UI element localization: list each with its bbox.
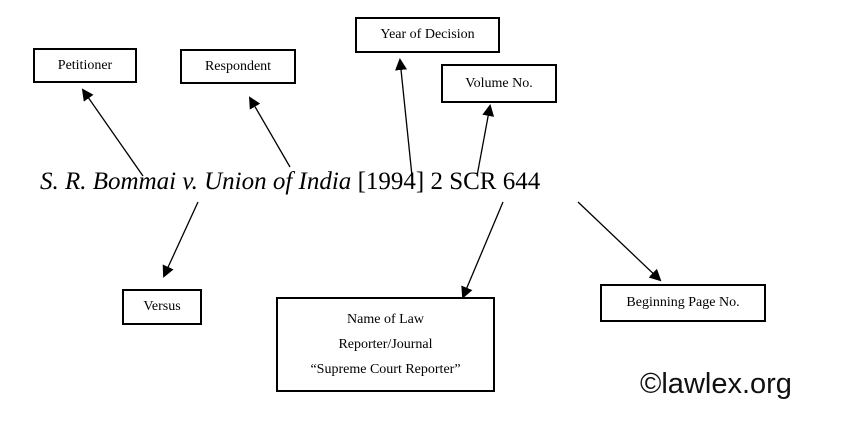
volume-no-label: Volume No.	[465, 75, 533, 91]
law-reporter-box: Name of Law Reporter/Journal “Supreme Co…	[276, 297, 495, 392]
case-reference: [1994] 2 SCR 644	[351, 168, 541, 195]
arrow-to-volume-no	[476, 104, 495, 177]
arrow-to-beginning-page	[577, 201, 662, 282]
versus-box: Versus	[122, 289, 202, 325]
volume-no-box: Volume No.	[441, 64, 557, 103]
reporter-line-3: “Supreme Court Reporter”	[310, 362, 461, 377]
petitioner-box: Petitioner	[33, 48, 137, 83]
beginning-page-no-label: Beginning Page No.	[626, 295, 740, 310]
reporter-line-2: Reporter/Journal	[338, 337, 433, 352]
reporter-line-1: Name of Law	[347, 312, 424, 327]
arrow-to-petitioner	[81, 88, 144, 177]
versus-label: Versus	[143, 299, 181, 314]
year-of-decision-label: Year of Decision	[380, 27, 475, 42]
respondent-label: Respondent	[204, 58, 272, 74]
respondent-box: Respondent	[180, 49, 296, 84]
arrow-to-year-of-decision	[395, 58, 413, 177]
arrow-to-reporter	[461, 201, 504, 299]
copyright-watermark: ©lawlex.org	[640, 368, 792, 400]
case-citation: S. R. Bommai v. Union of India [1994] 2 …	[40, 168, 540, 196]
case-parties: S. R. Bommai v. Union of India	[40, 168, 352, 195]
arrow-to-versus	[162, 201, 199, 278]
year-of-decision-box: Year of Decision	[355, 17, 500, 53]
beginning-page-no-box: Beginning Page No.	[600, 284, 766, 322]
petitioner-label: Petitioner	[57, 57, 113, 73]
arrow-to-respondent	[248, 96, 291, 168]
